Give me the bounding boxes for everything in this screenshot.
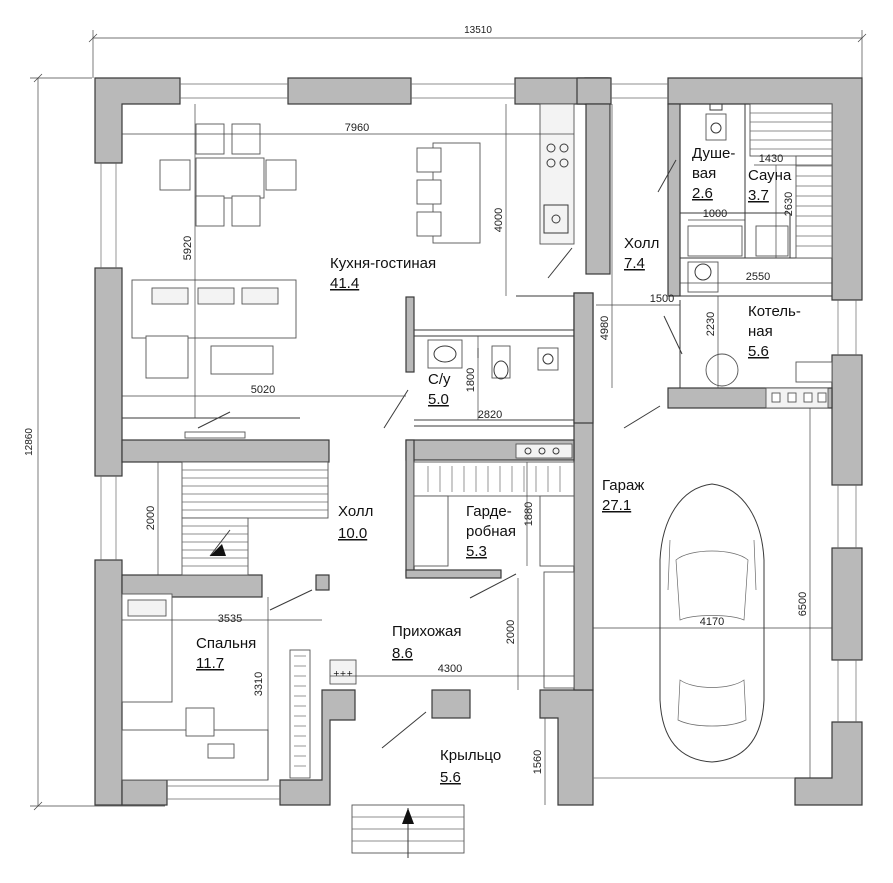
dim-boiler-depth: 2230 [705,312,717,336]
room-boiler-area: 5.6 [748,343,769,360]
dim-bath-width: 2820 [478,409,502,421]
dim-sauna-depth: 2630 [783,192,795,216]
dim-wardrobe-depth: 1880 [523,502,535,526]
dim-boiler-door: 1500 [650,293,674,305]
room-boiler-name-2: ная [748,323,773,340]
dim-garage-depth: 6500 [797,592,809,616]
room-kitchen-living-name: Кухня-гостиная [330,255,436,272]
room-hall-upper-area: 7.4 [624,255,645,272]
shower-fixture [705,103,727,141]
room-bathroom-area: 5.0 [428,391,449,408]
boiler-equipment [687,261,833,409]
room-wardrobe-name-2: робная [466,523,516,540]
sofa [131,279,297,439]
exterior-walls [94,77,863,806]
room-bedroom-area: 11.7 [196,655,224,672]
dim-kitchen-depth: 5920 [182,236,194,260]
sauna-benches [687,103,833,259]
dim-garage-width: 4170 [700,616,724,628]
kitchen-counter [539,103,575,245]
dim-entry-width: 4300 [438,663,462,675]
svg-text:+++: +++ [333,669,353,678]
porch-steps [351,804,465,858]
dim-entry-depth: 2000 [505,620,517,644]
room-shower-area: 2.6 [692,185,713,202]
room-bathroom-name: С/у [428,371,451,388]
room-shower-name-2: вая [692,165,716,182]
staircase [181,461,329,576]
dining-table [159,123,297,227]
windows [100,83,857,800]
overall-height-dimension: 12860 [24,73,165,811]
dim-porch-depth: 1560 [532,750,544,774]
room-sauna-name: Сауна [748,167,792,184]
dim-stairs: 2000 [145,506,157,530]
room-hall-main-name: Холл [338,503,373,520]
dim-boiler-width: 2550 [746,271,770,283]
room-hall-main-area: 10.0 [338,525,367,542]
bedroom-furniture: +++ [121,593,357,781]
dim-hall-upper-height: 4980 [599,316,611,340]
dim-kitchen-width: 7960 [345,122,369,134]
dim-shower-width: 1000 [703,208,727,220]
dim-bedroom-depth: 3310 [253,672,265,696]
room-porch-area: 5.6 [440,769,461,786]
room-hall-upper-name: Холл [624,235,659,252]
dim-sauna-width: 1430 [759,153,783,165]
room-garage-name: Гараж [602,477,644,494]
dim-living-lower: 5020 [251,384,275,396]
bathroom-fixtures [427,339,559,380]
internal-dimensions [122,104,832,805]
overall-width-label: 13510 [464,25,492,36]
wardrobe-racks [413,443,575,689]
room-wardrobe-area: 5.3 [466,543,487,560]
kitchen-island [416,142,481,244]
room-entry-area: 8.6 [392,645,413,662]
room-entry-name: Прихожая [392,623,462,640]
overall-width-dimension: 13510 [88,25,867,78]
room-porch-name: Крыльцо [440,747,501,764]
room-bedroom-name: Спальня [196,635,256,652]
room-kitchen-living-area: 41.4 [330,275,359,292]
room-garage-area: 27.1 [602,497,631,514]
dim-kitchen-right: 4000 [493,208,505,232]
dim-bath-depth: 1800 [465,368,477,392]
overall-height-label: 12860 [24,428,35,456]
car-outline [659,483,765,763]
dim-bedroom-width: 3535 [218,613,242,625]
room-boiler-name-1: Котель- [748,303,801,320]
room-shower-name-1: Душе- [692,145,735,162]
room-wardrobe-name-1: Гарде- [466,503,512,520]
room-sauna-area: 3.7 [748,187,769,204]
